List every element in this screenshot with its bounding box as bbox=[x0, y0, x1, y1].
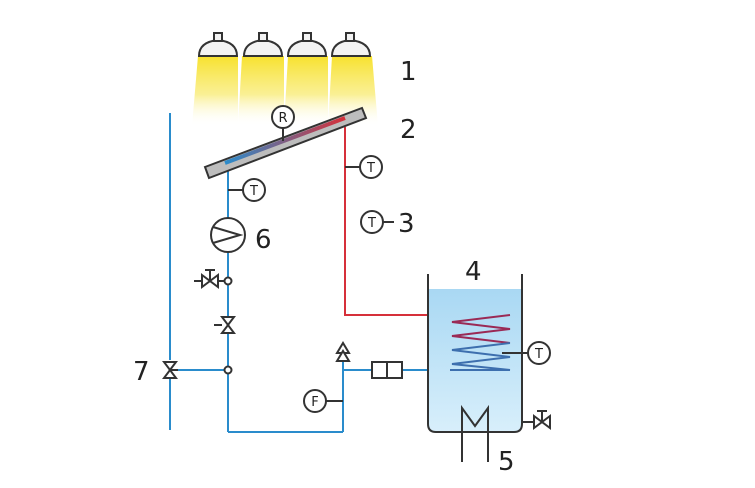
solar-collector bbox=[203, 106, 368, 180]
radiation-sensor-label: R bbox=[278, 111, 287, 126]
label-6: 6 bbox=[255, 225, 272, 255]
label-4: 4 bbox=[465, 257, 482, 287]
temp-sensor-ambient: T bbox=[360, 210, 394, 234]
fill-valve bbox=[194, 269, 233, 289]
label-7: 7 bbox=[133, 357, 150, 387]
label-3: 3 bbox=[398, 209, 415, 239]
temp-sensor-tank-label: T bbox=[534, 347, 543, 362]
cold-pipe-network bbox=[169, 113, 450, 433]
temp-sensor-outlet-label: T bbox=[366, 161, 375, 176]
filter-box bbox=[371, 361, 403, 379]
lamp-3 bbox=[284, 32, 328, 126]
label-1: 1 bbox=[400, 57, 417, 87]
air-vent bbox=[335, 341, 351, 362]
temp-sensor-ambient-label: T bbox=[367, 216, 376, 231]
temp-sensor-tank: T bbox=[502, 341, 551, 365]
temp-sensor-outlet: T bbox=[345, 155, 383, 179]
circulation-pump bbox=[210, 217, 246, 253]
flow-meter: F bbox=[303, 389, 343, 413]
lamp-1 bbox=[192, 32, 239, 126]
lamp-2 bbox=[238, 32, 284, 126]
pipe-junction bbox=[223, 365, 233, 375]
label-5: 5 bbox=[498, 447, 515, 477]
temp-sensor-inlet: T bbox=[228, 178, 266, 202]
lamp-4 bbox=[328, 32, 378, 126]
shutoff-valve bbox=[214, 316, 236, 334]
valve-7 bbox=[162, 361, 178, 379]
radiation-sensor: R bbox=[271, 105, 295, 129]
label-2: 2 bbox=[400, 115, 417, 145]
electric-heater bbox=[461, 404, 489, 462]
solar-simulator-lamps bbox=[192, 32, 378, 126]
temp-sensor-inlet-label: T bbox=[249, 184, 258, 199]
heat-exchanger-coil bbox=[450, 314, 511, 371]
tank-drain-valve bbox=[522, 410, 551, 430]
flow-meter-label: F bbox=[311, 395, 318, 410]
